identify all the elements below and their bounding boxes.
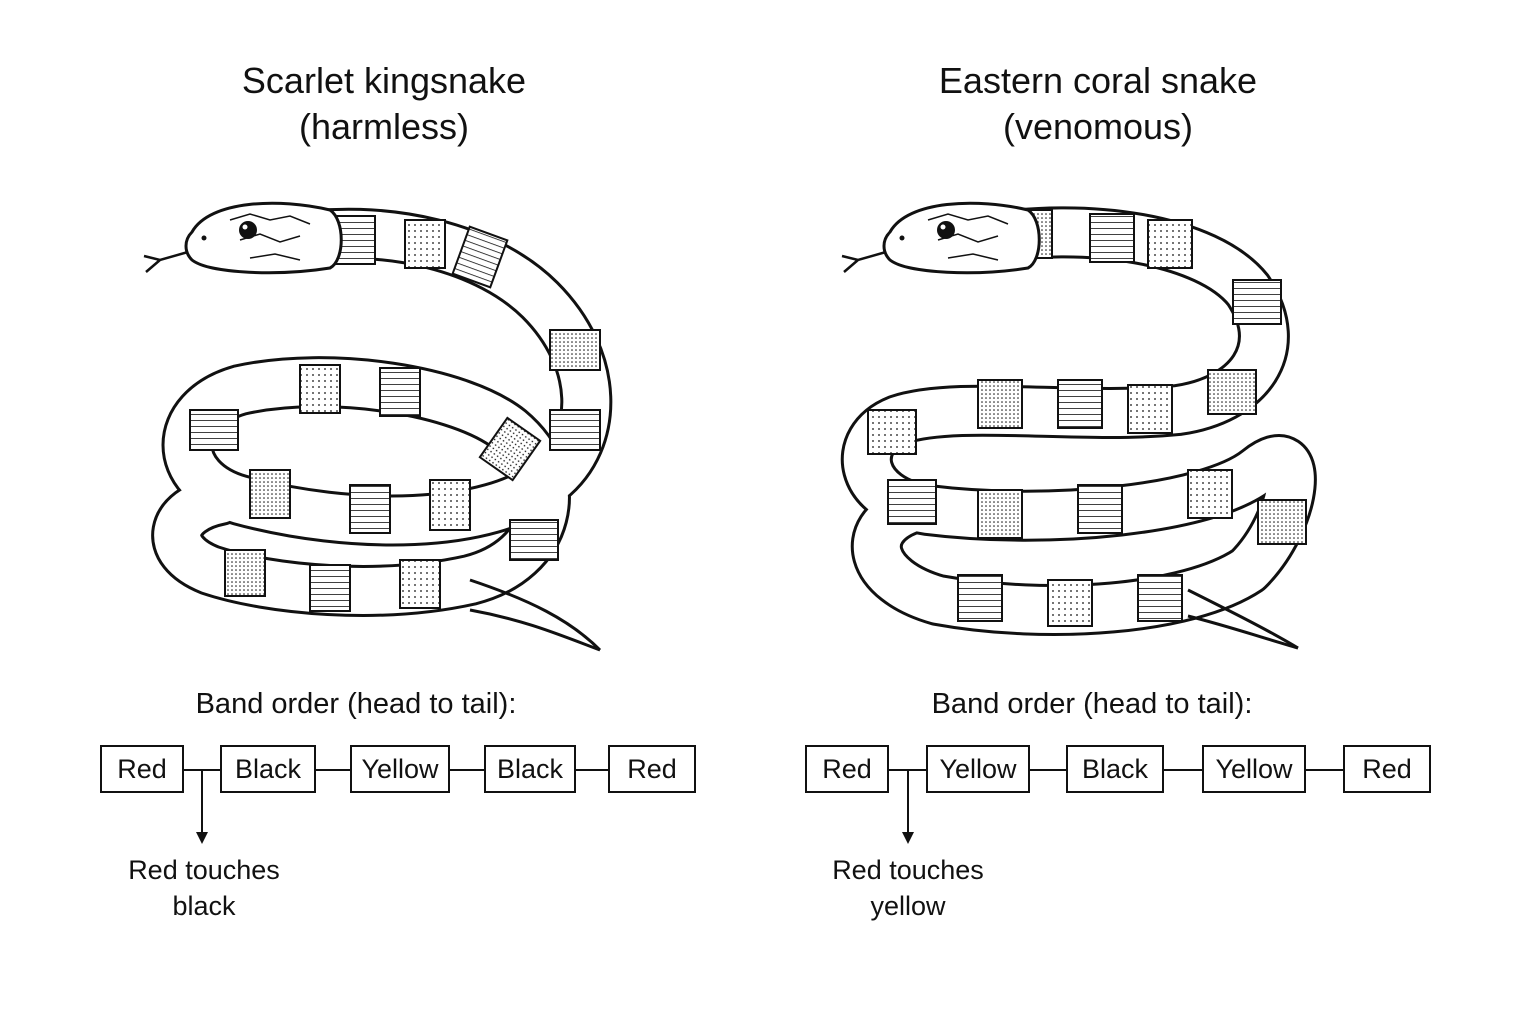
kingsnake-band-4: Black [484, 745, 576, 793]
kingsnake-title-name: Scarlet kingsnake [241, 60, 527, 101]
kingsnake-band-2: Black [220, 745, 316, 793]
coral-snake-band-heading: Band order (head to tail): [931, 688, 1253, 720]
kingsnake-connector-4 [576, 769, 608, 771]
kingsnake-band-5: Red [608, 745, 696, 793]
coral-snake-arrow-line [907, 770, 909, 834]
kingsnake-arrow-line [201, 770, 203, 834]
coral-snake-panel: Eastern coral snake (venomous) [768, 0, 1536, 1024]
coral-snake-band-4: Yellow [1202, 745, 1306, 793]
kingsnake-snake-icon [143, 201, 613, 652]
kingsnake-connector-3 [450, 769, 484, 771]
kingsnake-connector-2 [316, 769, 350, 771]
coral-snake-band-1: Red [805, 745, 889, 793]
coral-snake-rule-line1: Red touches [832, 855, 984, 885]
coral-snake-band-3: Black [1066, 745, 1164, 793]
coral-snake-rule-note: Red touches yellow [798, 852, 1018, 924]
kingsnake-band-3: Yellow [350, 745, 450, 793]
coral-snake-down-arrow-icon [902, 832, 914, 844]
coral-snake-rule-line2: yellow [870, 891, 946, 921]
kingsnake-title: Scarlet kingsnake (harmless) [84, 58, 684, 150]
kingsnake-panel: Scarlet kingsnake (harmless) [84, 58, 696, 924]
kingsnake-title-status: (harmless) [298, 106, 469, 147]
kingsnake-band-1: Red [100, 745, 184, 793]
coral-snake-connector-2 [1030, 769, 1066, 771]
coral-snake-title-status: (venomous) [1002, 106, 1194, 147]
kingsnake-band-heading: Band order (head to tail): [195, 688, 517, 720]
kingsnake-rule-line1: Red touches [128, 855, 280, 885]
coral-snake-connector-3 [1164, 769, 1202, 771]
coral-snake-connector-4 [1306, 769, 1343, 771]
coral-snake-title-name: Eastern coral snake [938, 60, 1258, 101]
coral-snake-band-2: Yellow [926, 745, 1030, 793]
coral-snake-title: Eastern coral snake (venomous) [798, 58, 1398, 150]
kingsnake-rule-line2: black [172, 891, 236, 921]
kingsnake-rule-note: Red touches black [94, 852, 314, 924]
kingsnake-down-arrow-icon [196, 832, 208, 844]
coral-snake-band-5: Red [1343, 745, 1431, 793]
coral-snake-snake-icon [840, 201, 1317, 650]
